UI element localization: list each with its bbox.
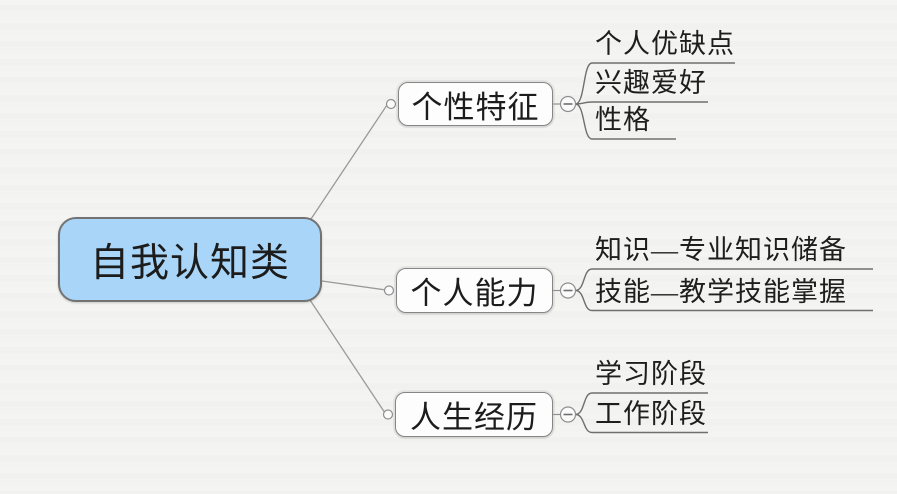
leaf-topic[interactable]: 性格 (592, 104, 676, 137)
child-connector-underline (575, 103, 676, 140)
leaf-topic-label: 工作阶段 (595, 398, 707, 429)
leaf-topic-label: 性格 (595, 105, 651, 135)
attach-point-icon (383, 285, 395, 296)
leaf-topic[interactable]: 学习阶段 (592, 358, 708, 391)
child-connector-underline (575, 101, 708, 105)
child-connector-underline (575, 62, 735, 105)
leaf-topic[interactable]: 技能—教学技能掌握 (592, 276, 873, 309)
root-topic-label: 自我认知类 (89, 241, 290, 285)
leaf-topic[interactable]: 兴趣爱好 (592, 67, 708, 100)
leaf-topic-label: 技能—教学技能掌握 (595, 276, 847, 307)
leaf-topic[interactable]: 知识—专业知识储备 (592, 234, 873, 267)
attach-point-icon (382, 409, 394, 420)
connector-line (321, 280, 387, 291)
branch-topic-label: 个人能力 (410, 276, 539, 311)
leaf-topic-label: 知识—专业知识储备 (595, 235, 847, 265)
child-connector-underline (575, 413, 708, 434)
leaf-topic[interactable]: 个人优缺点 (592, 28, 735, 61)
attach-point-icon (385, 98, 397, 110)
child-connector-underline (575, 289, 873, 312)
branch-topic-3[interactable]: 人生经历 (395, 392, 553, 437)
collapse-button-branch-1[interactable] (559, 95, 577, 113)
connector-line (310, 104, 388, 220)
child-connector-underline (575, 392, 708, 416)
leaf-topic-label: 学习阶段 (595, 359, 707, 389)
branch-topic-2[interactable]: 个人能力 (396, 268, 553, 313)
child-connector-underline (575, 268, 873, 292)
collapse-button-branch-3[interactable] (559, 406, 577, 423)
branch-topic-1[interactable]: 个性特征 (398, 82, 553, 126)
root-topic[interactable]: 自我认知类 (58, 217, 322, 302)
connector-line (309, 299, 386, 414)
leaf-topic[interactable]: 工作阶段 (592, 398, 708, 431)
collapse-button-branch-2[interactable] (559, 282, 577, 299)
branch-topic-label: 个性特征 (411, 89, 540, 125)
branch-topic-label: 人生经历 (410, 400, 538, 435)
leaf-topic-label: 兴趣爱好 (595, 68, 707, 98)
leaf-topic-label: 个人优缺点 (595, 29, 735, 59)
